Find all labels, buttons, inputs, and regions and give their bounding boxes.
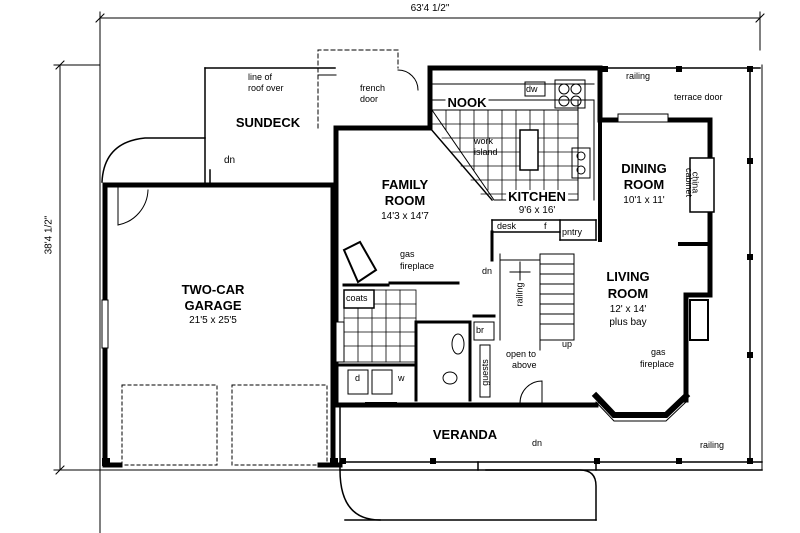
veranda-down-label: dn — [532, 438, 543, 448]
washer-label: w — [398, 373, 405, 383]
exterior-walls — [333, 65, 713, 408]
stairs — [499, 253, 575, 351]
sundeck-down-label: dn — [224, 155, 236, 166]
garage-side-door — [117, 187, 149, 226]
overall-width-dimension — [95, 11, 765, 51]
dining-room-label-2: ROOM — [623, 177, 665, 192]
interior-partitions — [338, 230, 496, 402]
china-cabinet-label-2: cabinet — [684, 167, 695, 198]
family-fireplace-label-2: fireplace — [400, 261, 435, 271]
french-door-label-1: french — [360, 83, 386, 93]
terrace-door — [617, 113, 669, 123]
living-room-dims-2: plus bay — [609, 317, 647, 328]
kitchen-label: KITCHEN — [506, 189, 568, 204]
garage-door-right — [231, 384, 328, 466]
stair-railing-label: railing — [514, 282, 525, 307]
terrace-door-label: terrace door — [674, 92, 723, 102]
right-railing-label: railing — [700, 440, 725, 450]
overall-depth-dimension — [53, 60, 101, 475]
garage-label-2: GARAGE — [184, 298, 242, 313]
living-fireplace-label-1: gas — [651, 347, 666, 357]
family-fireplace-label-1: gas — [400, 249, 415, 259]
dryer — [347, 369, 369, 395]
dishwasher-label: dw — [526, 84, 538, 94]
top-railing-label: railing — [626, 71, 651, 81]
french-door-label-2: door — [360, 94, 379, 104]
pantry-label: pntry — [562, 227, 583, 237]
veranda-label: VERANDA — [432, 427, 498, 442]
family-room-dims: 14'3 x 14'7 — [381, 211, 429, 222]
roof-line-label-1: line of — [248, 72, 273, 82]
living-room-label-2: ROOM — [607, 286, 649, 301]
guests-closet-label: guests — [479, 359, 490, 386]
kitchen-dims: 9'6 x 16' — [518, 205, 556, 216]
sink — [451, 333, 465, 355]
china-cabinet — [689, 157, 715, 213]
family-room-label-1: FAMILY — [381, 177, 429, 192]
sundeck-outline — [101, 67, 336, 183]
open-to-above-label-1: open to — [506, 349, 537, 359]
garage-side-window — [101, 299, 109, 349]
work-island-label-1: work — [474, 136, 494, 146]
overall-width-label: 63'4 1/2" — [410, 3, 450, 14]
stairs-up-label: up — [562, 339, 573, 349]
family-kitchen-angled-wall — [428, 126, 494, 202]
nook-label: NOOK — [445, 95, 489, 110]
work-island-label-2: island — [474, 147, 498, 157]
toilet — [442, 371, 458, 385]
front-door — [519, 380, 543, 404]
garage-label-1: TWO-CAR — [181, 282, 245, 297]
garage-dims: 21'5 x 25'5 — [189, 315, 237, 326]
roof-line-label-2: roof over — [248, 83, 284, 93]
french-door — [397, 69, 419, 91]
dining-room-dims: 10'1 x 11' — [623, 195, 665, 206]
dryer-label: d — [355, 373, 361, 383]
coats-label: coats — [346, 293, 368, 303]
coats-closet — [343, 289, 375, 309]
living-room-dims-1: 12' x 14' — [609, 304, 647, 315]
family-room-label-2: ROOM — [384, 193, 426, 208]
stairs-down-label: dn — [482, 266, 493, 276]
living-room-bay-window — [591, 391, 691, 418]
overall-depth-label: 38'4 1/2" — [43, 215, 55, 255]
dining-room-label-1: DINING — [621, 161, 667, 176]
garage-door-left — [121, 384, 218, 466]
living-fireplace — [689, 299, 709, 341]
f-label: f — [544, 221, 547, 231]
veranda-outline — [339, 404, 763, 521]
family-fireplace — [342, 240, 378, 284]
desk-label: desk — [497, 221, 517, 231]
open-to-above-label-2: above — [512, 360, 537, 370]
work-island — [519, 129, 539, 171]
sundeck-label: SUNDECK — [235, 115, 301, 130]
living-room-label-1: LIVING — [606, 269, 650, 284]
bathroom-label: br — [476, 325, 485, 335]
washer — [371, 369, 393, 395]
living-fireplace-label-2: fireplace — [640, 359, 675, 369]
mudroom-tile-floor — [343, 289, 417, 363]
roof-line-dashed — [317, 49, 399, 129]
